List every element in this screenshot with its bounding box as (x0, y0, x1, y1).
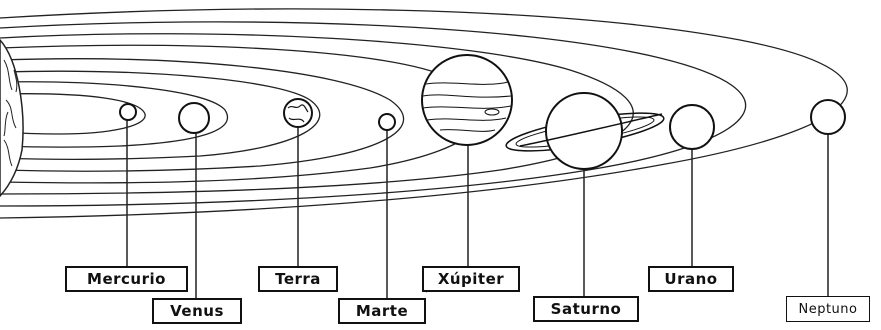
label-urano: Urano (648, 266, 734, 292)
planet-jupiter (422, 55, 512, 145)
label-neptuno: Neptuno (786, 296, 870, 322)
planet-earth (284, 99, 312, 127)
label-terra: Terra (258, 266, 338, 292)
label-venus: Venus (152, 298, 242, 324)
planet-uranus (670, 105, 714, 149)
label-xupiter: Xúpiter (422, 266, 520, 292)
sun (0, 40, 23, 196)
label-marte: Marte (338, 298, 426, 324)
planet-venus (179, 103, 209, 133)
orbit-earth (0, 71, 320, 159)
planet-mercury (120, 104, 136, 120)
orbit-saturn (0, 34, 633, 194)
label-mercurio: Mercurio (65, 266, 188, 292)
planet-mars (379, 114, 395, 130)
planet-neptune (811, 100, 845, 134)
label-saturno: Saturno (533, 296, 639, 322)
planet-saturn (504, 93, 666, 169)
